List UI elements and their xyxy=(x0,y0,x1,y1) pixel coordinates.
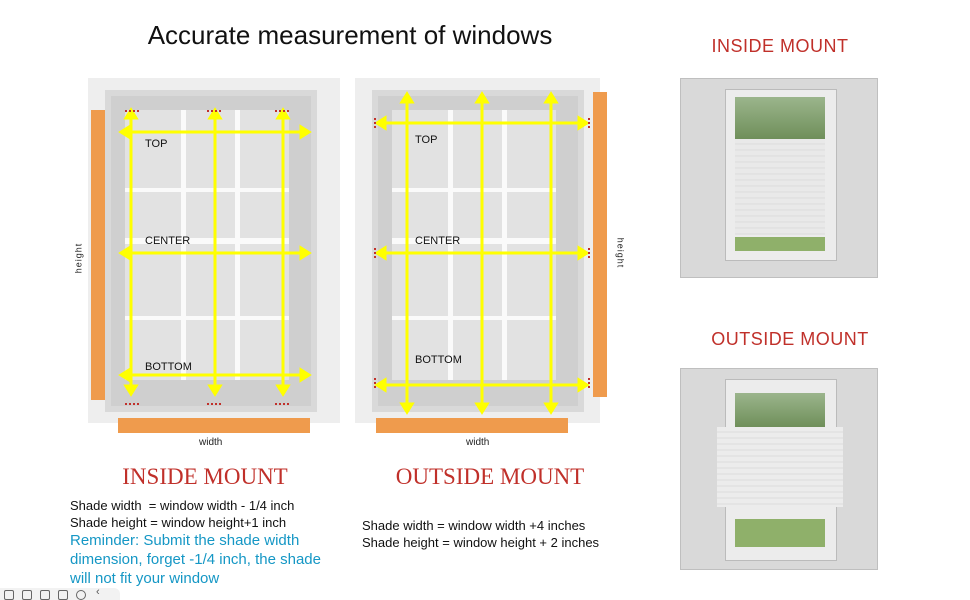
bottom-label: BOTTOM xyxy=(145,361,192,373)
outdoor-view-bottom xyxy=(735,519,825,547)
mullion xyxy=(448,110,453,380)
bottom-toolbar: ‹ xyxy=(0,586,120,600)
chevron-left-icon[interactable]: ‹ xyxy=(96,586,100,598)
expand-icon[interactable] xyxy=(4,590,14,600)
top-label: TOP xyxy=(415,134,438,146)
inside-formula-height: Shade height = window height+1 inch xyxy=(70,515,287,530)
image-icon[interactable] xyxy=(40,590,50,600)
cellular-shade xyxy=(717,427,843,507)
center-label: CENTER xyxy=(415,235,461,247)
reminder-line: dimension, forget -1/4 inch, the shade xyxy=(70,551,321,568)
top-label: TOP xyxy=(145,138,168,150)
outside-formula-width: Shade width = window width +4 inches xyxy=(362,518,586,533)
inside-mount-title: INSIDE MOUNT xyxy=(122,464,288,489)
bottom-label: BOTTOM xyxy=(415,354,462,366)
outside-mount-diagram: height TOP CENTER BOTTOM xyxy=(355,78,625,433)
inside-formula: Shade width = window width - 1/4 inch Sh… xyxy=(70,497,360,531)
width-ruler xyxy=(376,418,568,433)
mullion xyxy=(125,316,289,320)
outdoor-view-top xyxy=(735,393,825,427)
camera-icon[interactable] xyxy=(22,590,32,600)
reminder-note: Reminder: Submit the shade width dimensi… xyxy=(70,531,360,588)
page-title: Accurate measurement of windows xyxy=(147,20,553,50)
window-glass xyxy=(125,110,289,380)
width-label: width xyxy=(199,437,223,448)
window-glass xyxy=(392,110,556,380)
mullion xyxy=(392,188,556,192)
reminder-line: Reminder: Submit the shade width xyxy=(70,532,300,549)
inside-mount-diagram: height TOP CENTER BOTTOM xyxy=(73,78,340,433)
height-ruler xyxy=(91,110,105,400)
cellular-shade xyxy=(735,139,825,235)
mullion xyxy=(392,238,556,244)
mullion xyxy=(235,110,240,380)
outside-mount-title: OUTSIDE MOUNT xyxy=(395,464,585,489)
right-inside-mount-title: INSIDE MOUNT xyxy=(711,36,849,56)
mullion xyxy=(181,110,186,380)
measurement-arrows xyxy=(118,107,312,405)
mullion xyxy=(125,238,289,244)
outside-mount-photo xyxy=(680,368,878,570)
note-icon[interactable] xyxy=(58,590,68,600)
height-ruler xyxy=(593,92,607,397)
width-label: width xyxy=(466,437,490,448)
reminder-line: will not fit your window xyxy=(70,570,220,587)
inside-mount-photo xyxy=(680,78,878,278)
measurement-arrows xyxy=(374,91,590,415)
width-ruler xyxy=(118,418,310,433)
outdoor-view-top xyxy=(735,97,825,139)
outside-formula: Shade width = window width +4 inches Sha… xyxy=(362,517,662,551)
center-label: CENTER xyxy=(145,235,191,247)
mullion xyxy=(125,188,289,192)
settings-icon[interactable] xyxy=(76,590,86,600)
outdoor-view-bottom xyxy=(735,237,825,251)
height-label: height xyxy=(73,242,84,274)
outside-formula-height: Shade height = window height + 2 inches xyxy=(362,535,600,550)
right-outside-mount-title: OUTSIDE MOUNT xyxy=(711,329,869,349)
mullion xyxy=(502,110,507,380)
mullion xyxy=(392,316,556,320)
inside-formula-width: Shade width = window width - 1/4 inch xyxy=(70,498,295,513)
